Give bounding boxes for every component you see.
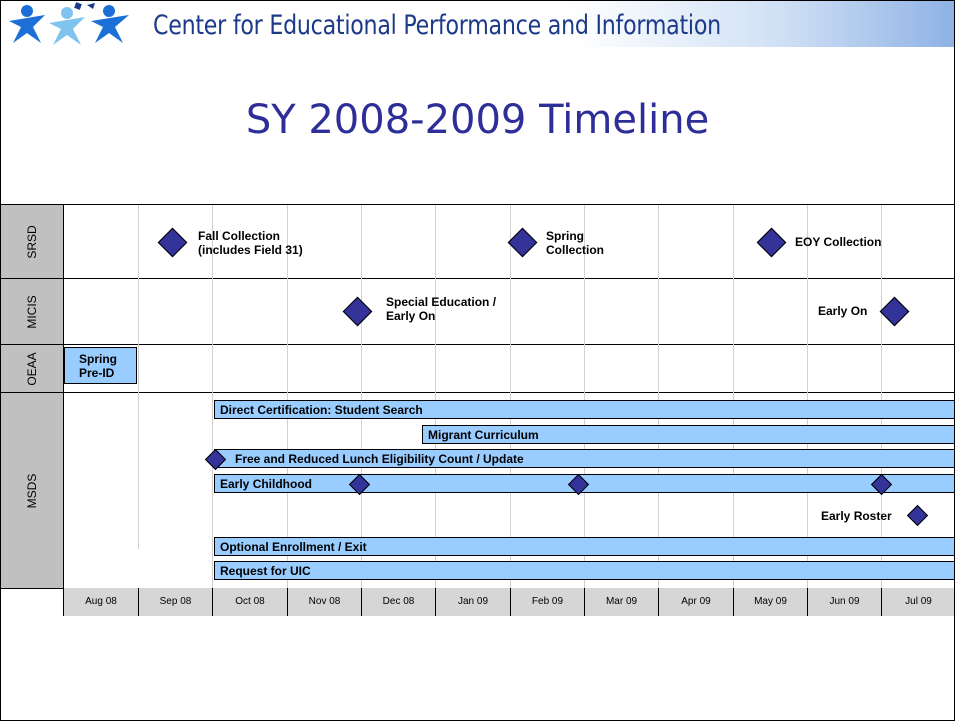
gridline bbox=[733, 205, 734, 588]
gridline bbox=[287, 205, 288, 588]
header-banner: Center for Educational Performance and I… bbox=[1, 1, 954, 47]
month-jan09: Jan 09 bbox=[435, 588, 510, 616]
month-apr09: Apr 09 bbox=[658, 588, 733, 616]
month-mar09: Mar 09 bbox=[584, 588, 658, 616]
month-jun09: Jun 09 bbox=[807, 588, 881, 616]
three-children-figures-logo bbox=[9, 2, 129, 45]
spring-preid-box: Spring Pre-ID bbox=[64, 347, 137, 384]
month-aug08: Aug 08 bbox=[63, 588, 138, 616]
header-title: Center for Educational Performance and I… bbox=[153, 10, 721, 41]
gridline bbox=[584, 205, 585, 588]
special-education-milestone-icon bbox=[342, 296, 373, 327]
free-reduced-lunch-bar: Free and Reduced Lunch Eligibility Count… bbox=[214, 449, 954, 468]
month-jul09: Jul 09 bbox=[881, 588, 954, 616]
gridline bbox=[435, 205, 436, 588]
lane-label-msds: MSDS bbox=[1, 393, 64, 588]
direct-certification-bar: Direct Certification: Student Search bbox=[214, 400, 954, 419]
month-feb09: Feb 09 bbox=[510, 588, 584, 616]
request-for-uic-bar: Request for UIC bbox=[214, 561, 954, 580]
early-on-milestone-icon bbox=[879, 296, 910, 327]
spring-collection-label: Spring Collection bbox=[546, 229, 605, 257]
header-gradient bbox=[1, 1, 954, 47]
early-roster-label: Early Roster bbox=[821, 509, 892, 523]
lane-label-srsd: SRSD bbox=[1, 205, 64, 278]
month-oct08: Oct 08 bbox=[212, 588, 287, 616]
eoy-collection-label: EOY Collection bbox=[795, 235, 882, 249]
optional-enrollment-bar: Optional Enrollment / Exit bbox=[214, 537, 954, 556]
gridline bbox=[658, 205, 659, 588]
eoy-collection-milestone-icon bbox=[756, 227, 787, 258]
spring-collection-milestone-icon bbox=[507, 227, 538, 258]
lane-label-micis: MICIS bbox=[1, 279, 64, 344]
special-education-label: Special Education / Early On bbox=[386, 295, 497, 323]
lane-divider bbox=[1, 344, 954, 345]
lane-label-oeaa: OEAA bbox=[1, 345, 64, 392]
page-title: SY 2008-2009 Timeline bbox=[245, 97, 710, 143]
early-on-label: Early On bbox=[818, 304, 868, 318]
fall-collection-milestone-icon bbox=[157, 227, 188, 258]
migrant-curriculum-bar: Migrant Curriculum bbox=[422, 425, 954, 444]
lane-divider bbox=[1, 278, 954, 279]
gridline bbox=[138, 205, 139, 549]
fall-collection-label: Fall Collection (includes Field 31) bbox=[198, 229, 303, 257]
gridline bbox=[807, 205, 808, 588]
month-nov08: Nov 08 bbox=[287, 588, 361, 616]
lane-divider bbox=[1, 392, 954, 393]
early-roster-milestone-icon bbox=[906, 504, 929, 527]
gridline bbox=[510, 205, 511, 588]
month-may09: May 09 bbox=[733, 588, 807, 616]
gridline bbox=[881, 205, 882, 588]
lane-divider bbox=[1, 204, 954, 205]
month-sep08: Sep 08 bbox=[138, 588, 212, 616]
gridline bbox=[212, 205, 213, 588]
gridline bbox=[361, 205, 362, 588]
month-dec08: Dec 08 bbox=[361, 588, 435, 616]
